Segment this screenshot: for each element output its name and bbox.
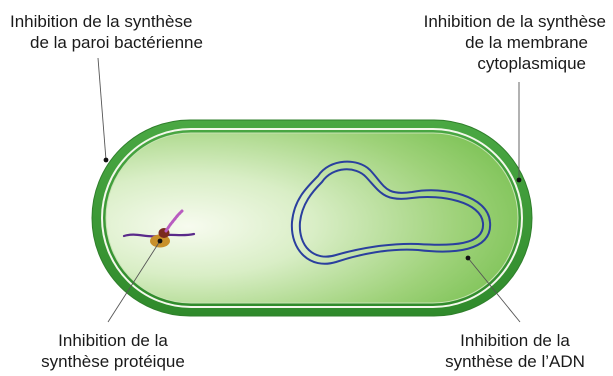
label-protein-line-2: synthèse protéique (28, 351, 198, 372)
label-dna-synthesis: Inhibition de la synthèse de l’ADN (430, 330, 600, 372)
label-membrane-line-3: cytoplasmique (410, 53, 606, 74)
label-wall-synthesis: Inhibition de la synthèse de la paroi ba… (10, 11, 203, 53)
label-wall-line-1: Inhibition de la synthèse (10, 11, 203, 32)
label-protein-synthesis: Inhibition de la synthèse protéique (28, 330, 198, 372)
leader-wall (98, 58, 106, 160)
label-protein-line-1: Inhibition de la (28, 330, 198, 351)
label-dna-line-1: Inhibition de la (430, 330, 600, 351)
label-membrane-synthesis: Inhibition de la synthèse de la membrane… (410, 11, 606, 74)
label-dna-line-2: synthèse de l’ADN (430, 351, 600, 372)
label-membrane-line-1: Inhibition de la synthèse (410, 11, 606, 32)
cytoplasm (106, 133, 518, 303)
label-membrane-line-2: de la membrane (410, 32, 606, 53)
label-wall-line-2: de la paroi bactérienne (10, 32, 203, 53)
